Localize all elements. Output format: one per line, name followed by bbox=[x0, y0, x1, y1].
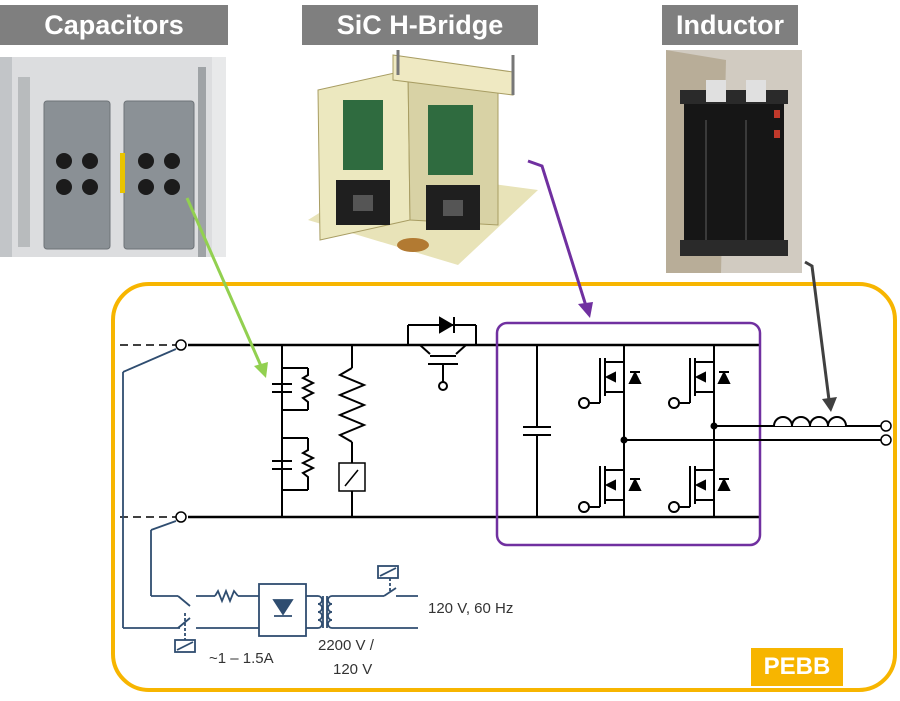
pebb-boundary bbox=[111, 282, 897, 692]
transformer-ratio-label-line2: 120 V bbox=[333, 661, 373, 678]
mosfet-q1 bbox=[578, 358, 642, 409]
pebb-badge: PEBB bbox=[751, 648, 843, 686]
dc-link-capacitor bbox=[523, 345, 551, 517]
capacitors-header: Capacitors bbox=[0, 5, 228, 45]
discharge-resistor bbox=[337, 345, 367, 517]
dc-bus bbox=[188, 343, 760, 519]
mosfet-q2 bbox=[668, 358, 731, 409]
capacitor-callout-arrow bbox=[185, 197, 268, 378]
mosfet-q4 bbox=[668, 466, 731, 513]
bridge-nodes bbox=[620, 422, 718, 444]
current-label: ~1 – 1.5A bbox=[209, 650, 274, 667]
series-igbt bbox=[407, 316, 477, 391]
precharge-circuit bbox=[122, 348, 418, 653]
inductor-header: Inductor bbox=[662, 5, 798, 45]
ac-supply-label: 120 V, 60 Hz bbox=[428, 600, 514, 617]
rectifier-diode bbox=[272, 599, 294, 617]
mosfet-q3 bbox=[578, 466, 642, 513]
capacitor-bank bbox=[272, 345, 316, 517]
h-bridge-legs bbox=[623, 345, 888, 517]
sic-h-bridge-header: SiC H-Bridge bbox=[302, 5, 538, 45]
sic-h-bridge-photo bbox=[298, 50, 544, 270]
inductor-photo bbox=[666, 50, 802, 273]
capacitors-photo bbox=[0, 57, 226, 257]
output-inductor bbox=[773, 416, 847, 427]
inductor-callout-arrow bbox=[804, 260, 837, 412]
mosfet-switches bbox=[578, 358, 731, 513]
sic-h-bridge-outline bbox=[495, 321, 762, 547]
output-terminals bbox=[880, 420, 892, 446]
transformer-ratio-label-line1: 2200 V / bbox=[318, 637, 374, 654]
sic-bridge-callout-arrow bbox=[527, 159, 593, 318]
input-terminals bbox=[120, 339, 187, 523]
